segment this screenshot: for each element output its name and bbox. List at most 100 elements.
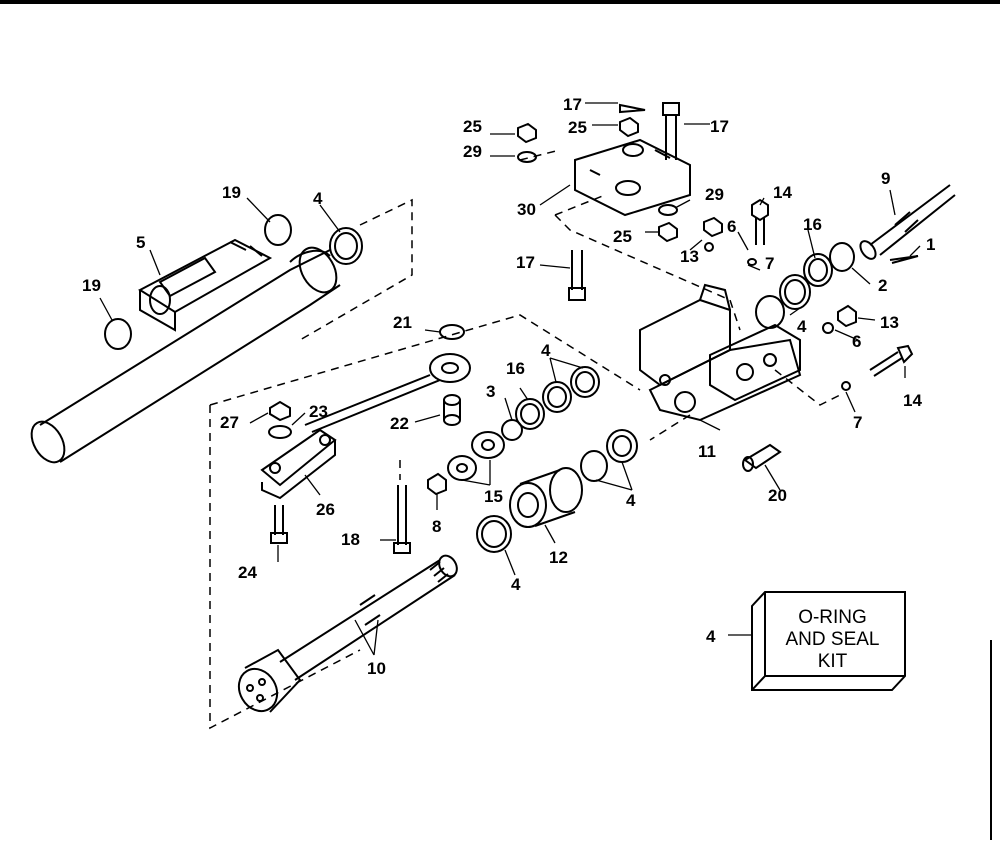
label-25-a: 25 [463,117,482,136]
bolt-17-left [568,250,586,301]
kit-line-2: AND SEAL [785,629,880,650]
o-ring-4-piston-a [580,450,608,482]
cotter-pin-28 [619,103,646,114]
label-1: 1 [926,235,935,254]
label-7-top: 7 [765,254,774,273]
label-2: 2 [878,276,887,295]
o-ring-16-left [515,398,545,430]
label-13-top: 13 [680,247,699,266]
piston-rod [237,554,458,713]
seal-kit-box [751,591,906,691]
label-24: 24 [238,563,257,582]
label-8: 8 [432,517,441,536]
o-ring-16-right [803,253,833,287]
washer-15-b [471,431,505,459]
yoke-bracket [574,138,691,217]
o-ring-6-top [704,242,714,252]
label-12: 12 [549,548,568,567]
label-14-right: 14 [903,391,922,410]
label-6-right: 6 [852,332,861,351]
cotter-pin-1 [889,255,919,264]
label-6-top: 6 [727,217,736,236]
label-23: 23 [309,402,328,421]
plug-13-top [703,216,723,238]
o-ring-19-lower [104,318,132,350]
label-11: 11 [698,442,716,461]
bolt-17-top [662,102,680,160]
label-14-top: 14 [773,183,792,202]
label-20: 20 [768,486,787,505]
spool-shaft [859,184,956,260]
kit-line-1: O-RING [798,607,867,628]
o-ring-4-left-b [570,366,600,398]
label-3: 3 [486,382,495,401]
o-ring-3 [501,419,523,441]
label-4-piston: 4 [626,491,636,510]
label-29-a: 29 [463,142,482,161]
label-29-b: 29 [705,185,724,204]
valve-body [639,283,802,422]
o-ring-4-right [779,274,811,310]
part-labels: 17 25 25 17 29 30 29 14 9 25 6 16 1 17 1… [82,95,935,678]
o-ring-4-bottom [476,515,512,553]
label-19-lower: 19 [82,276,101,295]
nut-27 [269,400,291,422]
washer-21 [439,324,465,340]
o-ring-7-top [747,258,757,266]
fitting-20 [742,443,782,472]
label-27: 27 [220,413,239,432]
label-28: 17 [563,95,582,114]
screw-24 [270,505,288,544]
washer-29-left [517,151,537,163]
leader-lines [99,102,921,656]
plug-13-right [837,304,857,328]
label-26: 26 [316,500,335,519]
label-7-right: 7 [853,413,862,432]
washer-23 [268,425,292,439]
bushing-22 [443,394,461,426]
label-4-stack: 4 [541,341,551,360]
fitting-14-right [869,344,914,377]
label-4-valve: 4 [797,317,807,336]
label-19-upper: 19 [222,183,241,202]
right-edge-line [990,640,992,840]
label-17-left: 17 [516,253,535,272]
o-ring-6-right [822,322,834,334]
label-9: 9 [881,169,890,188]
o-ring-4-valve [755,295,785,329]
label-25-b: 25 [568,118,587,137]
label-18: 18 [341,530,360,549]
label-4-cyl: 4 [313,189,323,208]
o-ring-4-left-a [542,381,572,413]
kit-line-3: KIT [817,651,848,672]
seal-kit-label: O-RING AND SEAL KIT [765,607,900,673]
label-4-bottom: 4 [511,575,521,594]
label-4-kit: 4 [706,627,716,646]
label-15: 15 [484,487,503,506]
cylinder-bracket [137,238,273,332]
nuts-25 [517,116,678,243]
ring-2 [829,242,855,272]
assembly-dashed-lines [209,149,841,730]
label-17-top: 17 [710,117,729,136]
label-22: 22 [390,414,409,433]
label-30: 30 [517,200,536,219]
o-ring-4-cylinder [329,227,363,265]
label-10: 10 [367,659,386,678]
washer-15-a [447,455,477,481]
fitting-14-top [751,198,769,245]
label-13-right: 13 [880,313,899,332]
piston [509,467,583,528]
label-16-left: 16 [506,359,525,378]
nut-8 [427,472,447,496]
label-5: 5 [136,233,145,252]
o-ring-4-piston-b [606,429,638,463]
o-ring-7-right [841,381,851,391]
label-25-c: 25 [613,227,632,246]
pin-18 [393,485,411,554]
cylinder-tube [30,246,341,464]
top-border [0,0,1000,4]
o-ring-19-upper [264,214,292,246]
